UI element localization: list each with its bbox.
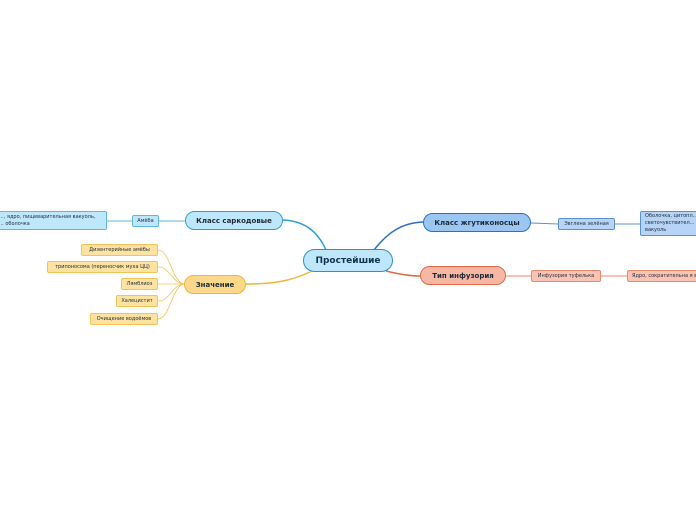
znachenie-item-giardiasis[interactable]: Лямблиоз [121,278,158,290]
node-tufelka[interactable]: Инфузория туфелька [531,270,601,282]
branch-infuzoria[interactable]: Тип инфузория [420,266,506,285]
branch-sarkodovye[interactable]: Класс саркодовые [185,211,283,230]
link-znachenie-item-0 [157,249,185,285]
znachenie-item-trypanosoma[interactable]: трипоносома (переносчик муха ЦЦ) [47,261,158,273]
link-znachenie-item-1 [157,266,185,285]
link-root-infuzoria [385,270,421,277]
link-root-sarkodovye [282,219,327,251]
znachenie-item-water-cleaning[interactable]: Очищение водоёмов [90,313,158,325]
node-euglena[interactable]: Эвглена зелёная [558,218,615,230]
link-root-zhgutikonostsy [373,221,424,251]
link-znachenie-item-3 [157,283,185,302]
root-node[interactable]: Простейшие [303,249,393,272]
link-root-znachenie [245,270,313,285]
node-amoeba[interactable]: Амёба [132,215,159,227]
znachenie-item-cholecystitis[interactable]: Халецистит [116,295,158,307]
link-zhgutikonostsy-euglena [530,222,559,225]
node-tufelka-details[interactable]: Ядро, сократительна я в... [627,270,696,282]
node-amoeba-details[interactable]: ..., ядро, пищеварительная вакуоль, ... … [0,211,107,230]
branch-znachenie[interactable]: Значение [184,275,246,294]
link-znachenie-item-4 [157,283,185,320]
znachenie-item-dysentery[interactable]: Дизентерийные амёбы [81,244,158,256]
node-euglena-details[interactable]: Оболочка, цитопл... светочувствител... в… [640,211,696,236]
branch-zhgutikonostsy[interactable]: Класс жгутиконосцы [423,213,531,232]
